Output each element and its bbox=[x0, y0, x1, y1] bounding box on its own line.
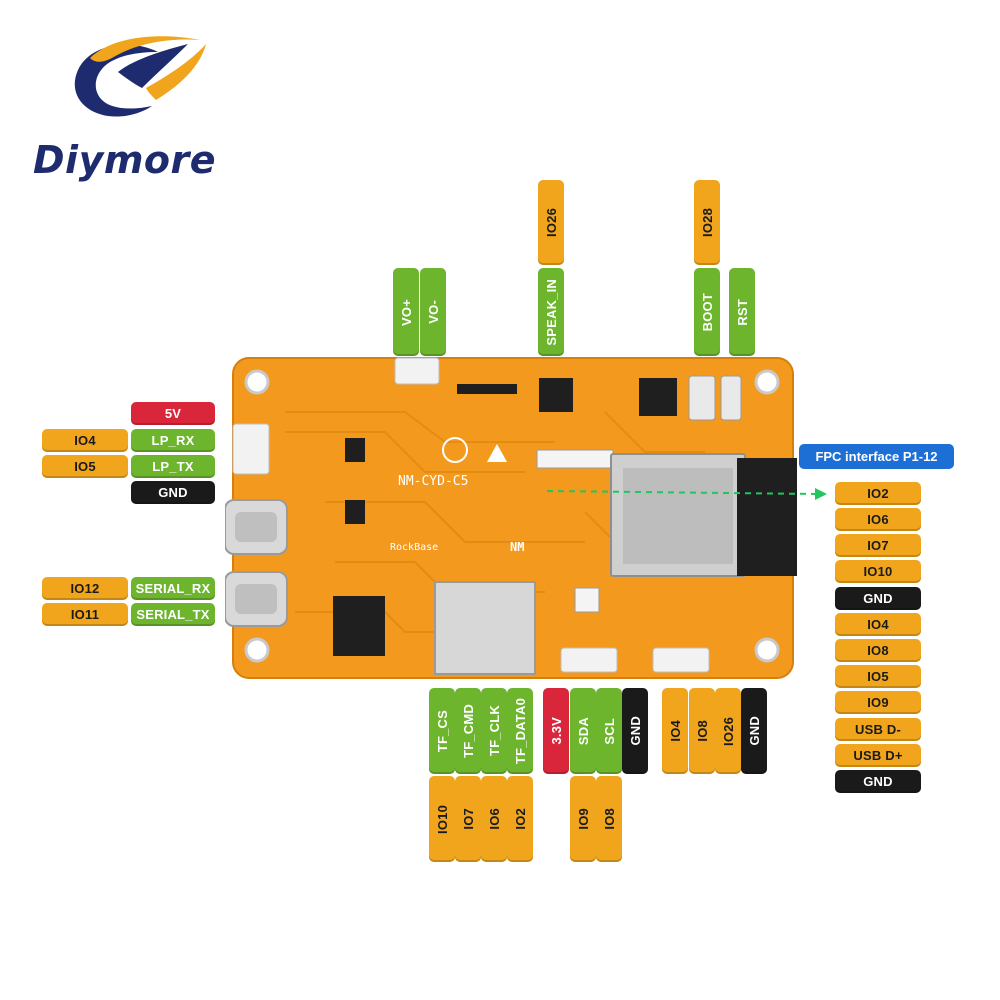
pin-3v3-label: 3.3V bbox=[548, 717, 564, 745]
pin-sda: SDA bbox=[570, 688, 596, 774]
pin-p1-gnd-label: GND bbox=[746, 716, 762, 746]
pin-tf-cmd-io: IO7 bbox=[455, 776, 481, 862]
board-silkscreen-name: NM-CYD-C5 bbox=[398, 474, 469, 489]
pin-p1-io8: IO8 bbox=[689, 688, 715, 774]
fpc-pin-3: IO7 bbox=[835, 534, 921, 557]
board-silkscreen-logo: NM bbox=[510, 540, 525, 554]
fpc-pin-4: IO10 bbox=[835, 560, 921, 583]
pin-gnd-left: GND bbox=[131, 481, 215, 504]
pin-p1-io4-label: IO4 bbox=[667, 720, 683, 742]
pin-tf-clk: TF_CLK bbox=[481, 688, 507, 774]
pin-vo-minus-label: VO- bbox=[425, 300, 441, 324]
pin-tf-clk-label: TF_CLK bbox=[486, 705, 502, 757]
pin-sda-io: IO9 bbox=[570, 776, 596, 862]
fpc-pin-11: USB D+ bbox=[835, 744, 921, 767]
fpc-pin-8: IO5 bbox=[835, 665, 921, 688]
fpc-pin-2: IO6 bbox=[835, 508, 921, 531]
pin-rst-label: RST bbox=[734, 298, 750, 326]
fpc-pin-9: IO9 bbox=[835, 691, 921, 714]
pin-vo-plus: VO+ bbox=[393, 268, 419, 356]
board-silkscreen-sub: RockBase bbox=[390, 542, 439, 553]
fpc-pin-5: GND bbox=[835, 587, 921, 610]
pin-scl-label: SCL bbox=[601, 717, 617, 745]
pin-tf-cs: TF_CS bbox=[429, 688, 455, 774]
pin-scl: SCL bbox=[596, 688, 622, 774]
pin-serial-rx-io: IO12 bbox=[42, 577, 128, 600]
pin-rst: RST bbox=[729, 268, 755, 356]
pin-vo-minus: VO- bbox=[420, 268, 446, 356]
fpc-pin-12: GND bbox=[835, 770, 921, 793]
pin-vo-plus-label: VO+ bbox=[398, 298, 414, 326]
pin-speak-in-label: SPEAK_IN bbox=[543, 278, 559, 346]
pin-tf-cs-label: TF_CS bbox=[434, 709, 450, 753]
pin-sda-io-label: IO9 bbox=[575, 808, 591, 830]
pin-serial-tx: SERIAL_TX bbox=[131, 603, 215, 626]
pin-tf-data0-label: TF_DATA0 bbox=[512, 697, 528, 765]
pin-tf-cs-io-label: IO10 bbox=[434, 804, 450, 834]
pin-5v: 5V bbox=[131, 402, 215, 425]
pin-boot-io-label: IO28 bbox=[699, 208, 715, 237]
pin-tf-cs-io: IO10 bbox=[429, 776, 455, 862]
fpc-pin-10: USB D- bbox=[835, 718, 921, 741]
pin-tf-clk-io-label: IO6 bbox=[486, 808, 502, 830]
pin-boot: BOOT bbox=[694, 268, 720, 356]
pin-tf-data0-io-label: IO2 bbox=[512, 808, 528, 830]
pin-lp-rx: LP_RX bbox=[131, 429, 215, 452]
fpc-arrow bbox=[546, 488, 827, 500]
pin-tf-clk-io: IO6 bbox=[481, 776, 507, 862]
pin-serial-tx-io: IO11 bbox=[42, 603, 128, 626]
pcb-board bbox=[225, 357, 797, 679]
pin-lp-tx-io: IO5 bbox=[42, 455, 128, 478]
fpc-pin-7: IO8 bbox=[835, 639, 921, 662]
pin-speak-in: SPEAK_IN bbox=[538, 268, 564, 356]
pin-p1-io8-label: IO8 bbox=[694, 720, 710, 742]
pin-speak-io-label: IO26 bbox=[543, 208, 559, 237]
diymore-logo bbox=[74, 36, 206, 117]
pin-scl-io: IO8 bbox=[596, 776, 622, 862]
fpc-pin-1: IO2 bbox=[835, 482, 921, 505]
fpc-interface-label: FPC interface P1-12 bbox=[799, 444, 954, 469]
pin-gnd-i2c-label: GND bbox=[627, 716, 643, 746]
pin-p1-io4: IO4 bbox=[662, 688, 688, 774]
pin-boot-label: BOOT bbox=[699, 292, 715, 332]
pin-p1-io26-label: IO26 bbox=[720, 716, 736, 746]
pin-gnd-i2c: GND bbox=[622, 688, 648, 774]
pin-serial-rx: SERIAL_RX bbox=[131, 577, 215, 600]
pin-lp-tx: LP_TX bbox=[131, 455, 215, 478]
brand-name: Diymore bbox=[33, 138, 217, 182]
pin-sda-label: SDA bbox=[575, 716, 591, 746]
pin-tf-cmd: TF_CMD bbox=[455, 688, 481, 774]
pin-tf-cmd-label: TF_CMD bbox=[460, 704, 476, 758]
pin-p1-gnd: GND bbox=[741, 688, 767, 774]
pin-scl-io-label: IO8 bbox=[601, 808, 617, 830]
pin-tf-cmd-io-label: IO7 bbox=[460, 808, 476, 830]
pin-p1-io26: IO26 bbox=[715, 688, 741, 774]
pin-speak-io: IO26 bbox=[538, 180, 564, 265]
fpc-pin-6: IO4 bbox=[835, 613, 921, 636]
pin-tf-data0: TF_DATA0 bbox=[507, 688, 533, 774]
pin-boot-io: IO28 bbox=[694, 180, 720, 265]
pin-3v3: 3.3V bbox=[543, 688, 569, 774]
pin-lp-rx-io: IO4 bbox=[42, 429, 128, 452]
pin-tf-data0-io: IO2 bbox=[507, 776, 533, 862]
